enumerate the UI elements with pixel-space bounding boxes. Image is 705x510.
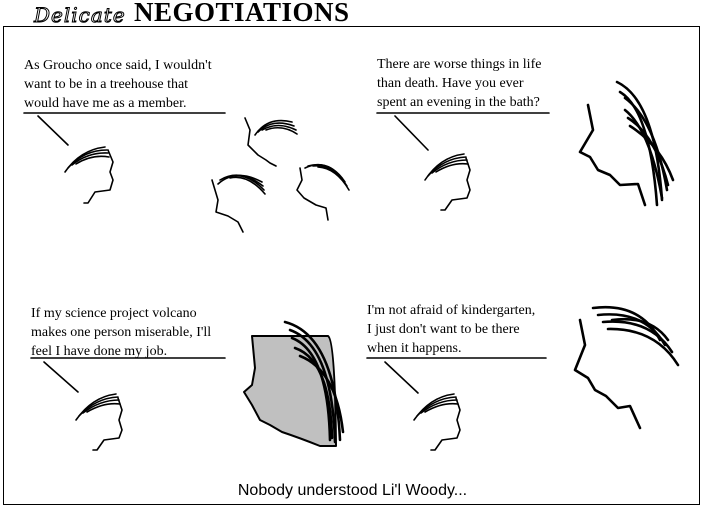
woody-head-small — [413, 393, 461, 451]
head-outline — [296, 163, 350, 221]
speech-text-panel-2: There are worse things in life than deat… — [377, 57, 542, 110]
woody-head-small — [424, 153, 471, 211]
woody-head-small — [75, 393, 123, 451]
comic-caption: Nobody understood Li'l Woody... — [237, 482, 468, 499]
speech-pointer — [394, 115, 429, 151]
comic-frame — [3, 26, 700, 505]
speech-text-panel-1: As Groucho once said, I wouldn't want to… — [24, 58, 212, 111]
title-script: Delicate — [34, 3, 126, 28]
speech-text-panel-3: If my science project volcano makes one … — [31, 306, 212, 359]
title-main: NEGOTIATIONS — [134, 0, 350, 27]
woody-head-small — [64, 146, 114, 204]
speech-text-panel-4: I'm not afraid of kindergarten, I just d… — [367, 303, 536, 356]
speech-pointer — [37, 115, 69, 146]
head-outline-large — [573, 305, 680, 430]
head-outline-large — [578, 80, 675, 207]
head-outline — [244, 117, 298, 167]
speech-pointer — [43, 361, 79, 393]
head-outline — [211, 174, 266, 233]
speech-pointer — [384, 361, 419, 394]
head-shaded-large — [243, 320, 345, 447]
